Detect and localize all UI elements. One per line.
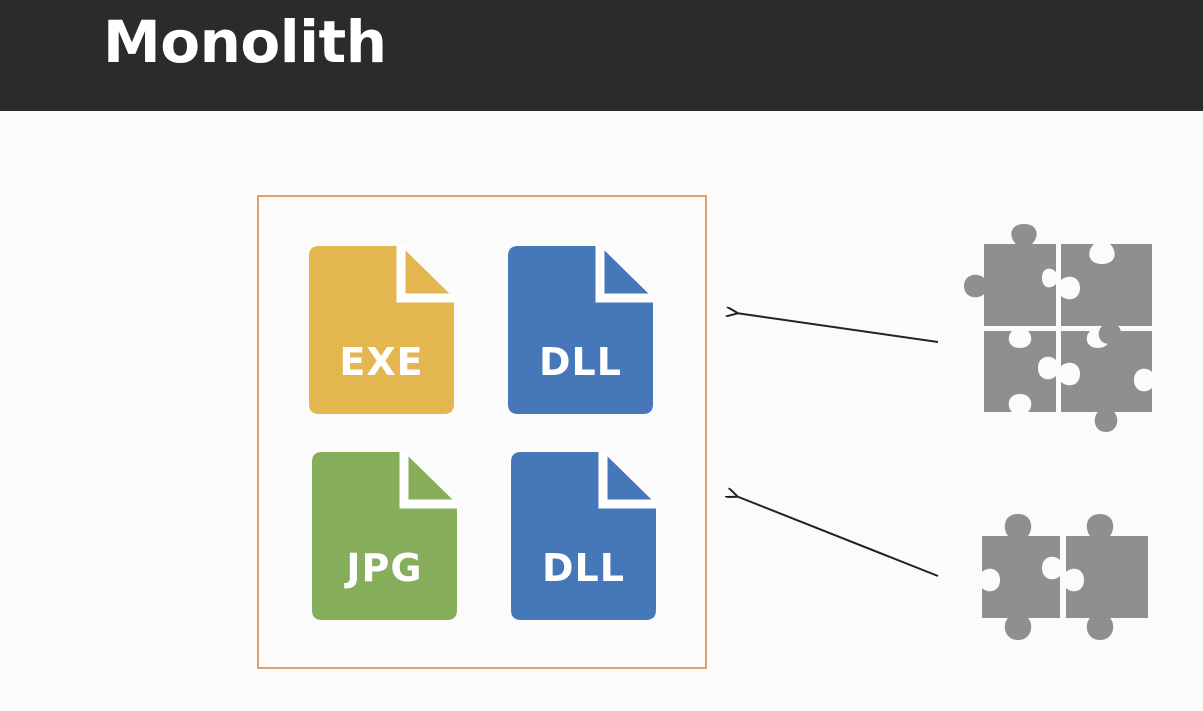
- title-bar: Monolith: [0, 0, 1203, 111]
- arrow-to-dll: [736, 313, 939, 343]
- file-extension-label: EXE: [339, 340, 424, 384]
- exe-file-icon: EXE: [309, 246, 454, 416]
- dll-file-icon: DLL: [508, 246, 653, 416]
- arrow-to-dll: [736, 496, 939, 577]
- puzzle-four-pieces-icon: [958, 222, 1158, 441]
- jpg-file-icon: JPG: [312, 452, 457, 622]
- dll-file-icon: DLL: [511, 452, 656, 622]
- monolith-container: [257, 195, 707, 669]
- file-extension-label: DLL: [539, 340, 622, 384]
- puzzle-two-pieces-icon: [978, 510, 1154, 650]
- file-extension-label: JPG: [346, 546, 423, 590]
- file-extension-label: DLL: [542, 546, 625, 590]
- slide-title: Monolith: [103, 8, 387, 76]
